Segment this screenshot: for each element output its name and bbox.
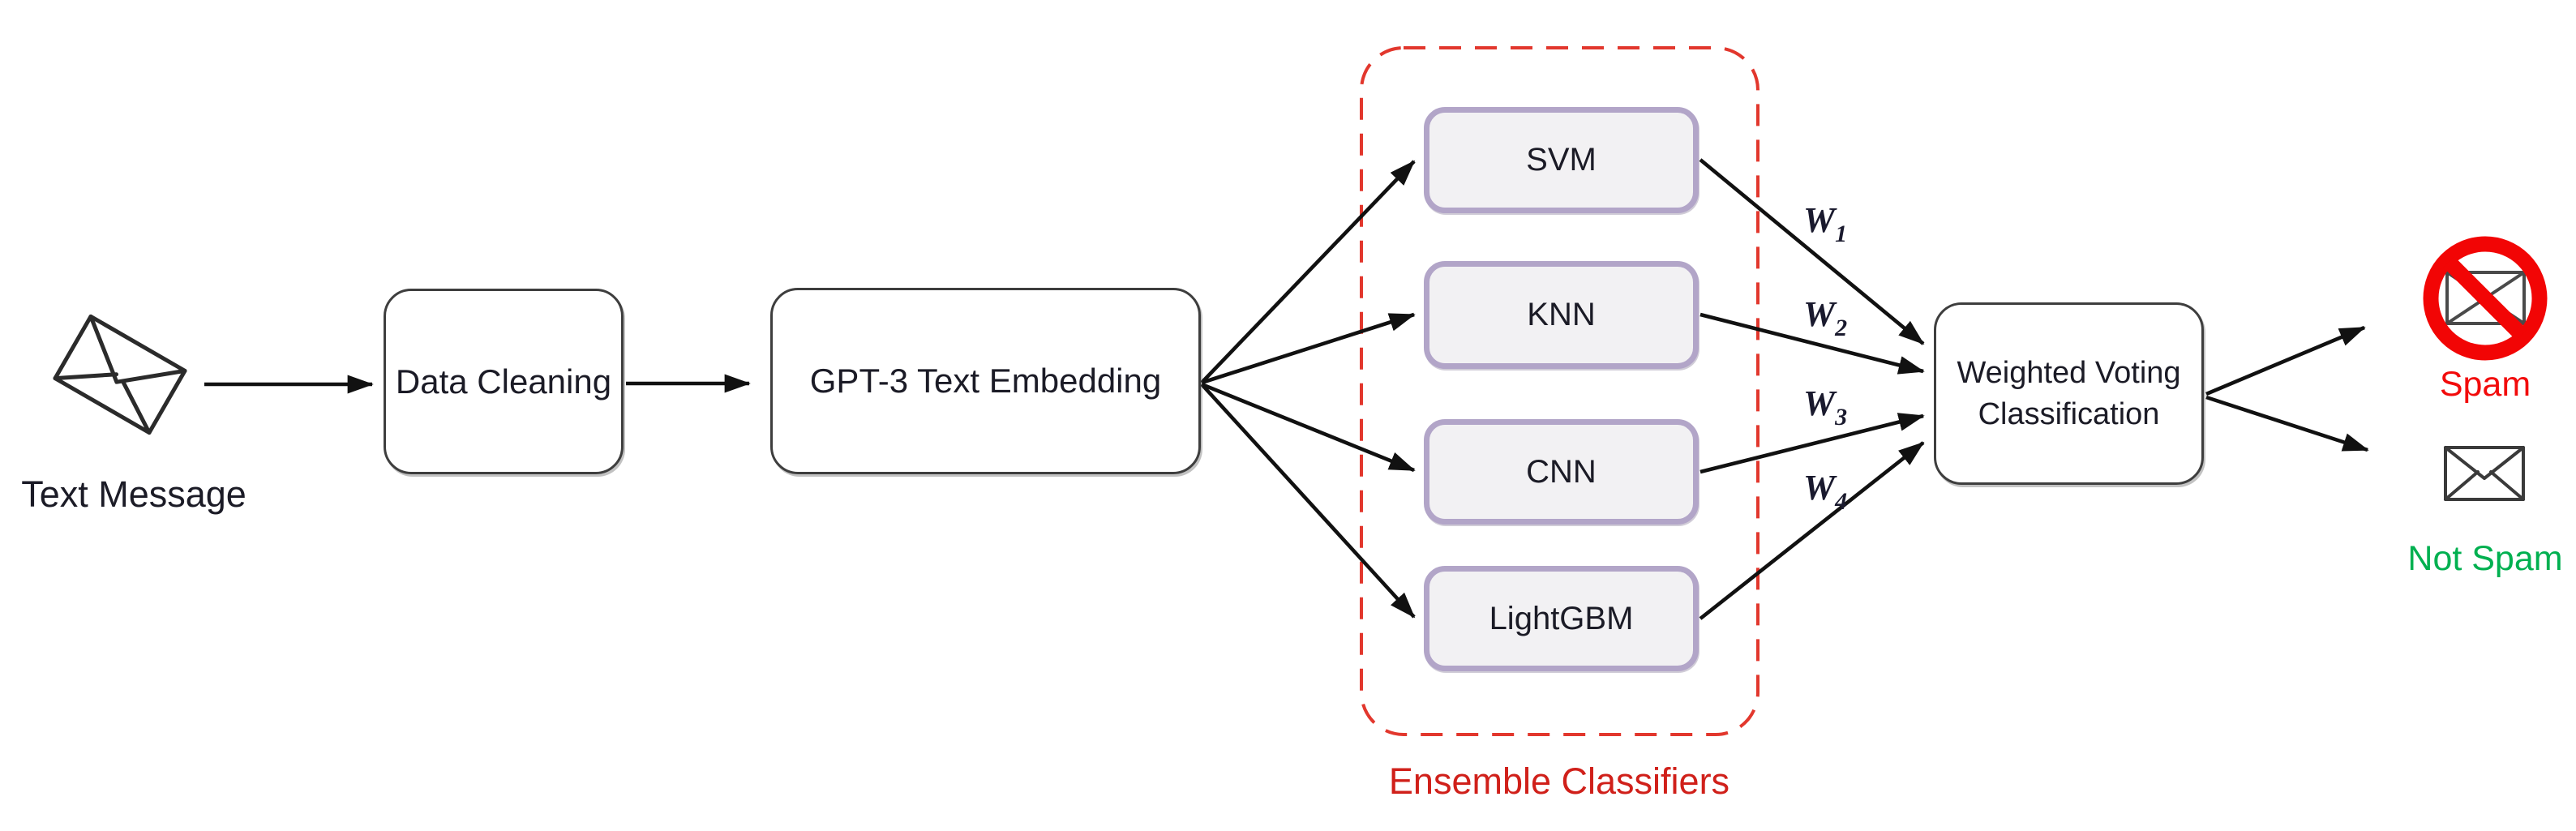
envelope-tilted-icon <box>53 314 187 435</box>
arrow-gpt3-to-lightgbm <box>1200 383 1416 619</box>
arrow-voting-to-spam <box>2205 325 2366 396</box>
arrow-cnn-to-voting <box>1699 413 1925 474</box>
weighted-voting-label-line1: Weighted Voting <box>1957 356 2181 391</box>
classifier-cnn-box: CNN <box>1424 419 1699 525</box>
envelope-icon <box>2444 446 2525 501</box>
arrow-gpt3-to-cnn <box>1201 382 1416 473</box>
weight-w1-label: W1 <box>1802 200 1848 247</box>
data-cleaning-box: Data Cleaning <box>384 289 624 474</box>
weighted-voting-box: Weighted Voting Classification <box>1934 302 2204 485</box>
classifier-lightgbm-label: LightGBM <box>1489 600 1634 636</box>
not-spam-label: Not Spam <box>2407 539 2563 578</box>
arrow-gpt3-to-knn <box>1201 312 1416 385</box>
ensemble-classifiers-label: Ensemble Classifiers <box>1388 760 1730 802</box>
ensemble-dashed-border <box>1360 46 1759 736</box>
classifier-cnn-label: CNN <box>1526 453 1597 490</box>
weight-w2-label: W2 <box>1802 294 1848 341</box>
text-message-label: Text Message <box>21 473 246 515</box>
no-entry-envelope-icon <box>2423 236 2548 361</box>
data-cleaning-label: Data Cleaning <box>395 362 612 401</box>
arrow-lightgbm-to-voting <box>1699 441 1925 620</box>
classifier-svm-label: SVM <box>1526 142 1597 178</box>
arrow-gpt3-to-svm <box>1200 160 1416 384</box>
spam-label: Spam <box>2439 365 2531 404</box>
classifier-svm-box: SVM <box>1424 107 1699 213</box>
classifier-knn-label: KNN <box>1527 297 1596 332</box>
arrow-svm-to-voting <box>1699 158 1925 345</box>
gpt3-embedding-label: GPT-3 Text Embedding <box>809 362 1162 400</box>
classifier-lightgbm-box: LightGBM <box>1424 566 1699 671</box>
gpt3-embedding-box: GPT-3 Text Embedding <box>770 288 1201 474</box>
weight-w4-label: W4 <box>1802 468 1848 515</box>
classifier-knn-box: KNN <box>1424 261 1699 369</box>
weight-w3-label: W3 <box>1802 383 1848 430</box>
weighted-voting-label-line2: Classification <box>1978 396 2160 431</box>
arrow-voting-to-notspam <box>2205 395 2369 452</box>
arrow-knn-to-voting <box>1699 312 1925 375</box>
